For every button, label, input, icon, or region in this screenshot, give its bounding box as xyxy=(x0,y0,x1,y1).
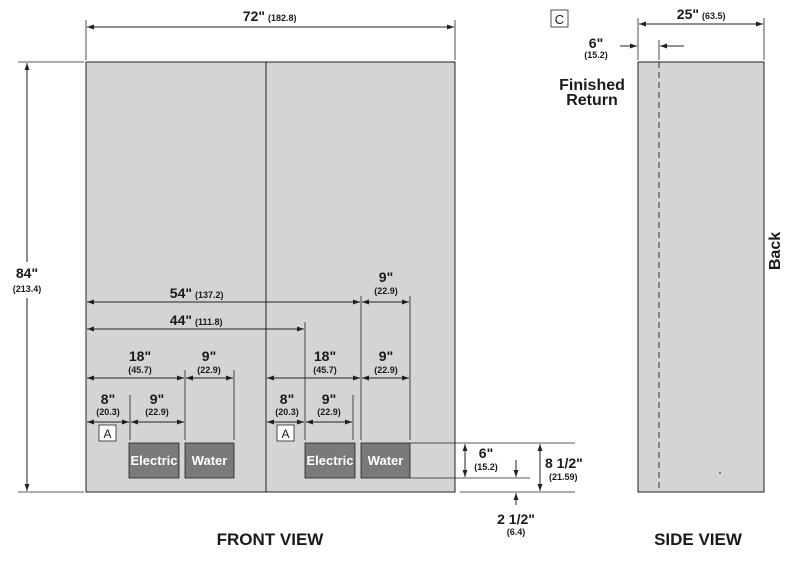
dim-9-left-low: 9" xyxy=(150,391,164,407)
dim-8-left: 8" xyxy=(101,391,115,407)
dim-6-box-metric: (15.2) xyxy=(474,462,498,472)
back-label: Back xyxy=(767,232,784,270)
dim-9-left-mid-metric: (22.9) xyxy=(197,365,221,375)
dim-8-5-metric: (21.59) xyxy=(549,472,578,482)
dim-44: 44" xyxy=(170,312,192,328)
marker-a-right-label: A xyxy=(281,427,289,441)
marker-c-label: C xyxy=(555,12,564,27)
dim-9-top: 9" xyxy=(379,269,393,285)
front-panel xyxy=(85,61,456,493)
water-box-left xyxy=(184,442,235,479)
dim-9-right-mid-metric: (22.9) xyxy=(374,365,398,375)
dim-overall-height-metric: (213.4) xyxy=(13,284,42,294)
dim-9-right-low: 9" xyxy=(322,391,336,407)
dim-18-left: 18" xyxy=(129,348,151,364)
marker-a-left xyxy=(98,424,117,442)
water-box-left-label: Water xyxy=(192,453,228,468)
dim-side-depth: 25" xyxy=(677,6,699,22)
dim-8-left-metric: (20.3) xyxy=(96,407,120,417)
electric-box-left xyxy=(128,442,180,479)
dim-9-right-low-metric: (22.9) xyxy=(317,407,341,417)
dim-9-left-low-metric: (22.9) xyxy=(145,407,169,417)
dim-18-right: 18" xyxy=(314,348,336,364)
water-box-right xyxy=(360,442,411,479)
dim-8-5: 8 1/2" xyxy=(545,455,583,471)
side-panel-dot xyxy=(719,472,721,474)
dim-side-depth-metric: (63.5) xyxy=(702,11,726,21)
electric-box-left-label: Electric xyxy=(131,453,178,468)
dim-18-left-metric: (45.7) xyxy=(128,365,152,375)
dim-side-return-metric: (15.2) xyxy=(584,50,608,60)
electric-box-right xyxy=(304,442,356,479)
dim-2-5-metric: (6.4) xyxy=(507,527,526,537)
dim-9-top-metric: (22.9) xyxy=(374,286,398,296)
marker-a-left-label: A xyxy=(103,427,111,441)
dim-side-return: 6" xyxy=(589,35,603,51)
dim-8-right: 8" xyxy=(280,391,294,407)
dim-9-left-mid: 9" xyxy=(202,348,216,364)
side-view-caption: SIDE VIEW xyxy=(654,530,743,549)
marker-c xyxy=(550,9,569,28)
finished-return-label-line2: Return xyxy=(566,92,618,109)
dim-overall-width: 72" xyxy=(243,8,265,24)
dim-18-right-metric: (45.7) xyxy=(313,365,337,375)
electric-box-right-label: Electric xyxy=(307,453,354,468)
dim-2-5: 2 1/2" xyxy=(497,511,535,527)
marker-a-right xyxy=(276,424,295,442)
dim-overall-width-metric: (182.8) xyxy=(268,13,297,23)
side-panel xyxy=(637,61,765,493)
dim-overall-height: 84" xyxy=(16,265,38,281)
dim-44-metric: (111.8) xyxy=(195,317,223,327)
dim-6-box: 6" xyxy=(479,445,493,461)
front-view-caption: FRONT VIEW xyxy=(217,530,325,549)
dim-9-right-mid: 9" xyxy=(379,348,393,364)
water-box-right-label: Water xyxy=(368,453,404,468)
dim-54-metric: (137.2) xyxy=(195,290,224,300)
dim-54: 54" xyxy=(170,285,192,301)
finished-return-label-line1: Finished xyxy=(559,77,625,94)
dim-8-right-metric: (20.3) xyxy=(275,407,299,417)
